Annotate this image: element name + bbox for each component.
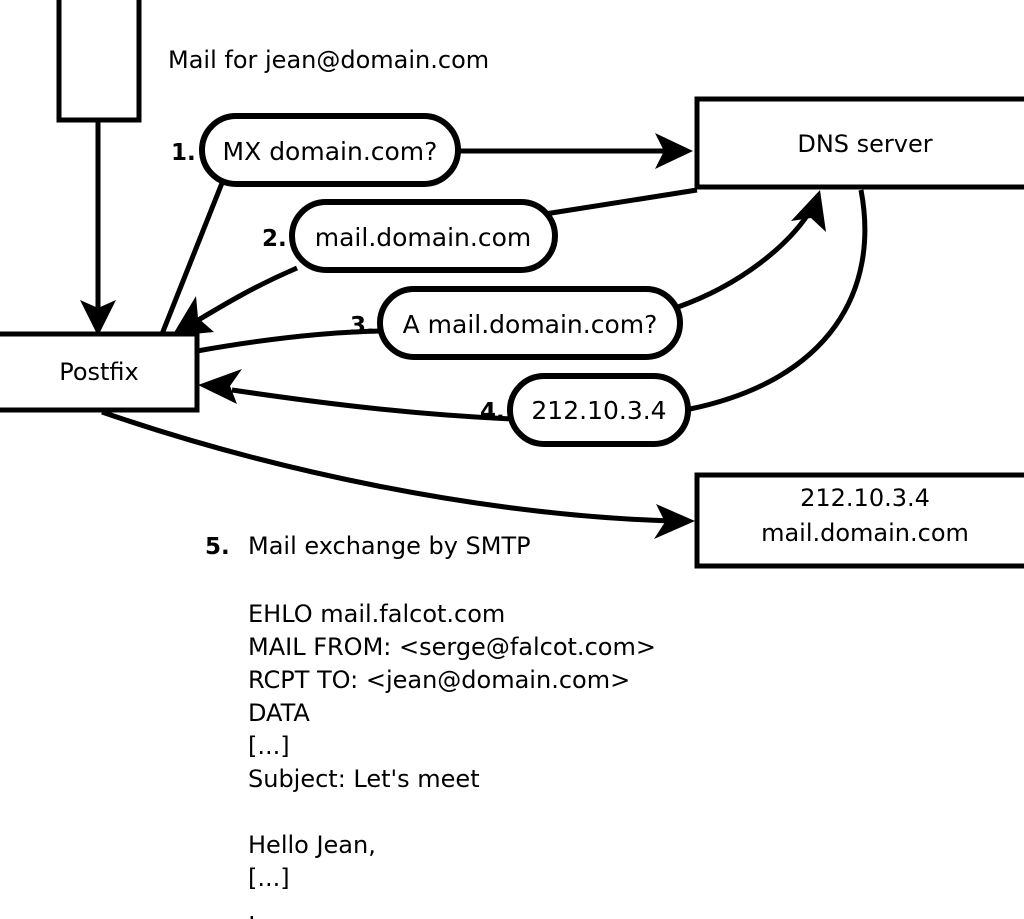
transcript-line: DATA <box>248 699 310 727</box>
step-2-number: 2. <box>262 226 287 252</box>
step-4-text: 212.10.3.4 <box>531 396 666 425</box>
connector-dns-to-step4 <box>689 189 868 412</box>
connector-postfix-to-step3 <box>196 328 383 354</box>
mail-for-note: Mail for jean@domain.com <box>168 46 489 74</box>
incoming-mail-box <box>56 0 142 123</box>
step-4-bubble <box>507 373 691 447</box>
step-4-number: 4. <box>480 399 505 425</box>
transcript-line: . <box>248 897 256 919</box>
connector-step4-to-postfix <box>198 369 514 422</box>
connector-step3-to-dns <box>677 190 826 310</box>
step-3-number: 3. <box>350 313 375 339</box>
transcript-line: [...] <box>248 864 290 892</box>
dns-server-label: DNS server <box>797 130 932 158</box>
transcript-line: Hello Jean, <box>248 831 376 859</box>
postfix-box <box>0 331 200 413</box>
step-1-text: MX domain.com? <box>223 137 438 166</box>
step-3-text: A mail.domain.com? <box>403 310 658 339</box>
smtp-transcript: EHLO mail.falcot.com MAIL FROM: <serge@f… <box>248 600 656 919</box>
step-2-text: mail.domain.com <box>315 223 531 252</box>
postfix-label: Postfix <box>59 358 139 386</box>
step-5-number: 5. <box>205 534 230 560</box>
connector-incoming-to-postfix <box>80 122 116 336</box>
step-3-bubble <box>377 286 683 360</box>
connector-step1-tail <box>159 182 225 335</box>
transcript-line: [...] <box>248 732 290 760</box>
connector-postfix-to-remote <box>101 409 695 539</box>
remote-server-box <box>694 472 1024 569</box>
transcript-line: Subject: Let's meet <box>248 765 480 793</box>
connector-dns-to-step2 <box>544 187 698 217</box>
transcript-line: EHLO mail.falcot.com <box>248 600 505 628</box>
step-5-text: Mail exchange by SMTP <box>248 532 531 560</box>
step-2-bubble <box>289 199 558 273</box>
remote-server-ip: 212.10.3.4 <box>800 484 930 512</box>
transcript-line: MAIL FROM: <serge@falcot.com> <box>248 633 656 661</box>
remote-server-hostname: mail.domain.com <box>761 519 969 547</box>
connector-step2-to-postfix <box>172 265 298 336</box>
dns-server-box <box>694 96 1024 190</box>
transcript-line: RCPT TO: <jean@domain.com> <box>248 666 630 694</box>
step-1-bubble <box>199 113 461 187</box>
step-1-number: 1. <box>171 140 196 166</box>
connector-step1-to-dns <box>459 133 693 169</box>
